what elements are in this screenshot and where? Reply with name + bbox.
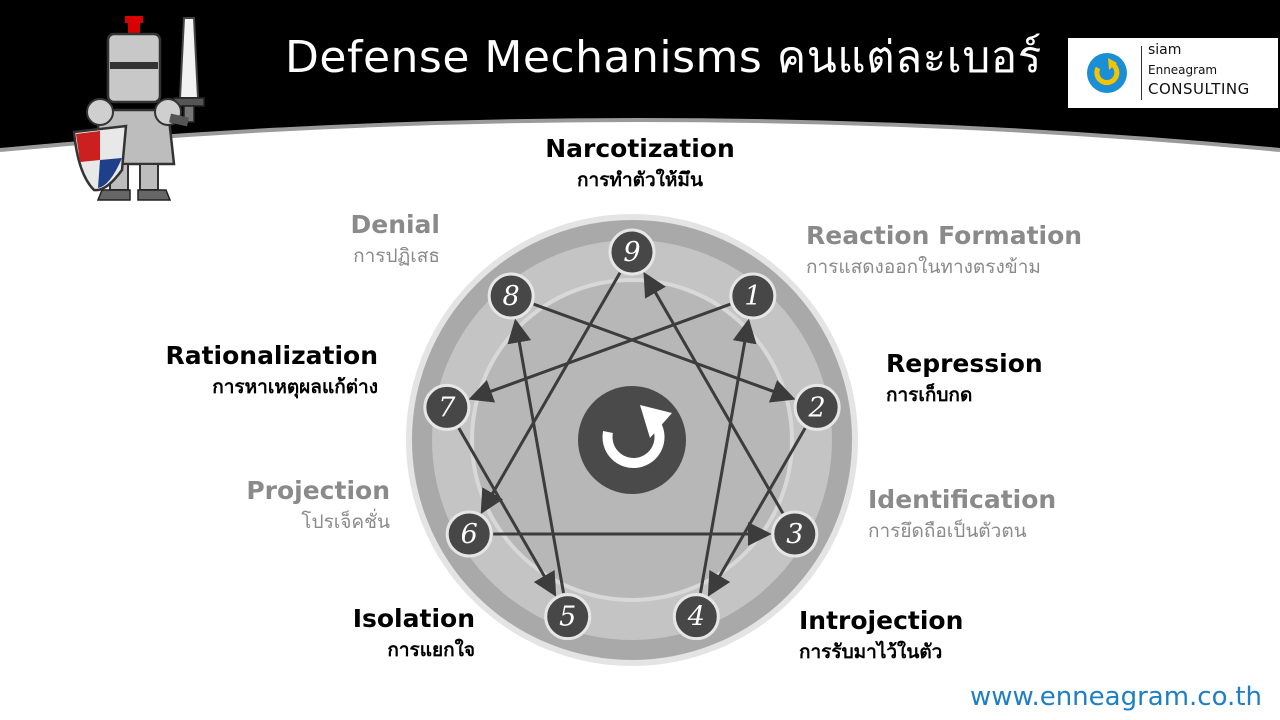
label-type-7: Rationalization การหาเหตุผลแก้ต่าง bbox=[118, 340, 378, 402]
arrow-8-to-2 bbox=[533, 302, 796, 403]
label-type-4: Introjection การรับมาไว้ในตัว bbox=[799, 605, 963, 667]
node-7-number: 7 bbox=[438, 392, 456, 423]
node-2-circle bbox=[793, 383, 841, 431]
node-4: 4 bbox=[672, 593, 720, 641]
logo-mark-icon bbox=[1087, 53, 1127, 93]
node-9-number: 9 bbox=[623, 237, 640, 268]
arrow-5-to-8 bbox=[507, 318, 566, 594]
label-type-8-english: Denial bbox=[350, 210, 440, 239]
label-type-8-thai: การปฏิเสธ bbox=[353, 245, 440, 267]
node-9: 9 bbox=[608, 228, 656, 276]
knight-icon bbox=[72, 16, 205, 201]
node-8-number: 8 bbox=[503, 281, 520, 312]
page-title: Defense Mechanisms คนแต่ละเบอร์ bbox=[285, 32, 1042, 83]
label-type-6-thai: โปรเจ็คชั่น bbox=[301, 511, 390, 533]
header-band bbox=[0, 0, 1280, 152]
label-type-5-thai: การแยกใจ bbox=[387, 639, 475, 661]
node-3: 3 bbox=[771, 510, 819, 558]
arrow-layer bbox=[457, 271, 807, 597]
label-type-6-english: Projection bbox=[246, 476, 390, 505]
node-5-circle bbox=[544, 593, 592, 641]
website-link[interactable]: www.enneagram.co.th bbox=[970, 682, 1262, 712]
label-type-3-thai: การยึดถือเป็นตัวตน bbox=[868, 520, 1027, 542]
label-type-9-thai: การทำตัวให้มึน bbox=[577, 169, 703, 191]
node-3-number: 3 bbox=[786, 519, 803, 550]
node-4-circle bbox=[672, 593, 720, 641]
node-4-number: 4 bbox=[687, 602, 705, 633]
arrow-3-to-9 bbox=[643, 271, 785, 514]
circular-arrow-icon bbox=[578, 386, 686, 494]
arrow-9-to-6 bbox=[480, 272, 622, 515]
node-6-circle bbox=[445, 510, 493, 558]
label-type-1: Reaction Formation การแสดงออกในทางตรงข้า… bbox=[806, 220, 1082, 282]
logo-text-consulting: CONSULTING bbox=[1148, 80, 1250, 98]
logo-divider bbox=[1141, 46, 1142, 100]
node-5-number: 5 bbox=[559, 602, 576, 633]
label-type-1-thai: การแสดงออกในทางตรงข้าม bbox=[806, 256, 1041, 278]
company-logo[interactable]: siam Enneagram CONSULTING bbox=[1068, 38, 1278, 108]
label-type-5: Isolation การแยกใจ bbox=[275, 603, 475, 665]
node-layer: 9 1 2 3 4 5 6 7 8 bbox=[423, 228, 841, 641]
node-1-number: 1 bbox=[744, 281, 761, 312]
node-2-number: 2 bbox=[808, 392, 826, 423]
label-type-7-thai: การหาเหตุผลแก้ต่าง bbox=[212, 376, 378, 398]
logo-text-enneagram: Enneagram bbox=[1148, 63, 1218, 77]
logo-text-siam: siam bbox=[1148, 42, 1182, 58]
node-8-circle bbox=[487, 272, 535, 320]
label-type-3-english: Identification bbox=[868, 485, 1057, 514]
arrow-7-to-5 bbox=[457, 427, 557, 597]
node-6: 6 bbox=[445, 510, 493, 558]
node-9-circle bbox=[608, 228, 656, 276]
label-type-9-english: Narcotization bbox=[545, 134, 735, 163]
label-type-6: Projection โปรเจ็คชั่น bbox=[190, 475, 390, 537]
node-8: 8 bbox=[487, 272, 535, 320]
node-2: 2 bbox=[793, 383, 841, 431]
label-type-4-english: Introjection bbox=[799, 606, 964, 635]
label-type-3: Identification การยึดถือเป็นตัวตน bbox=[868, 484, 1056, 546]
node-1-circle bbox=[729, 272, 777, 320]
label-type-9: Narcotization การทำตัวให้มึน bbox=[540, 133, 740, 195]
label-type-1-english: Reaction Formation bbox=[806, 221, 1083, 250]
label-type-7-english: Rationalization bbox=[165, 341, 378, 370]
node-1: 1 bbox=[729, 272, 777, 320]
node-5: 5 bbox=[544, 593, 592, 641]
arrow-2-to-4 bbox=[707, 427, 807, 597]
label-type-5-english: Isolation bbox=[352, 604, 475, 633]
node-7: 7 bbox=[423, 383, 471, 431]
arrow-1-to-7 bbox=[468, 302, 731, 403]
label-type-8: Denial การปฏิเสธ bbox=[240, 209, 440, 271]
label-type-2-english: Repression bbox=[886, 349, 1043, 378]
label-type-4-thai: การรับมาไว้ในตัว bbox=[799, 641, 943, 663]
arrow-4-to-1 bbox=[698, 318, 757, 594]
node-3-circle bbox=[771, 510, 819, 558]
label-type-2-thai: การเก็บกด bbox=[886, 384, 973, 406]
node-6-number: 6 bbox=[461, 519, 478, 550]
node-7-circle bbox=[423, 383, 471, 431]
label-type-2: Repression การเก็บกด bbox=[886, 348, 1043, 410]
